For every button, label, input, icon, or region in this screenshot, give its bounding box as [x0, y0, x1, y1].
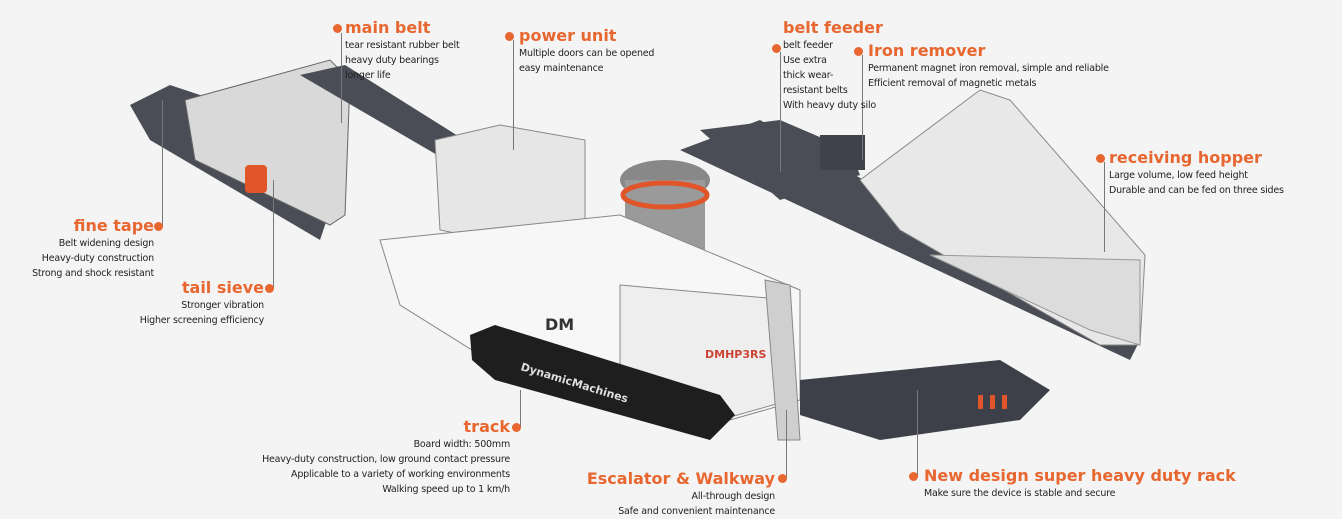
callout-text: Efficient removal of magnetic metals [868, 78, 1037, 89]
tail-sieve [184, 59, 351, 226]
callout-dot [772, 44, 781, 53]
callout-dot [1096, 154, 1105, 163]
callout-text: belt feeder [783, 40, 833, 51]
leader-line [917, 390, 918, 476]
callout-text: thick wear- [783, 70, 834, 81]
leader-line [786, 410, 787, 478]
callout-dot [854, 47, 863, 56]
callout-dot [505, 32, 514, 41]
callout-fine-tape: fine tape Belt widening design Heavy-dut… [32, 216, 154, 281]
callout-title: tail sieve [181, 278, 264, 297]
callout-text: longer life [345, 70, 391, 81]
callout-main-belt: main belt tear resistant rubber belt hea… [345, 18, 460, 83]
callout-title: main belt [345, 18, 431, 37]
callout-text: Board width: 500mm [413, 439, 511, 450]
heavy-duty-rack [800, 360, 1050, 440]
model-label: DMHP3RS [705, 348, 766, 361]
callout-text: Durable and can be fed on three sides [1109, 185, 1284, 196]
leader-line [520, 390, 521, 427]
callout-text: Belt widening design [58, 238, 154, 249]
callout-text: With heavy duty silo [783, 100, 876, 111]
callout-title: fine tape [73, 216, 154, 235]
leader-line [513, 40, 514, 150]
leader-line [273, 180, 274, 288]
leader-line [162, 100, 163, 226]
callout-title: Iron remover [868, 41, 986, 60]
sieve-motor [245, 165, 267, 193]
callout-text: easy maintenance [519, 63, 604, 74]
callout-text: Make sure the device is stable and secur… [924, 488, 1116, 499]
callout-text: Higher screening efficiency [139, 315, 264, 326]
callout-iron-remover: Iron remover Permanent magnet iron remov… [868, 41, 1109, 91]
callout-text: Safe and convenient maintenance [618, 506, 775, 517]
callout-text: heavy duty bearings [345, 55, 439, 66]
callout-text: Use extra [783, 55, 827, 66]
callout-title: New design super heavy duty rack [924, 466, 1236, 485]
leader-line [862, 55, 863, 160]
callout-belt-feeder: belt feeder belt feeder Use extra thick … [783, 18, 883, 113]
callout-title: belt feeder [783, 18, 883, 37]
callout-power-unit: power unit Multiple doors can be opened … [519, 26, 654, 76]
callout-title: track [463, 417, 510, 436]
callout-title: receiving hopper [1109, 148, 1262, 167]
callout-dot [333, 24, 342, 33]
callout-text: Heavy-duty construction, low ground cont… [262, 454, 510, 465]
callout-title: Escalator & Walkway [586, 469, 775, 488]
callout-dot [154, 222, 163, 231]
callout-text: Heavy-duty construction [41, 253, 154, 264]
leader-line [1104, 162, 1105, 252]
iron-remover [820, 135, 865, 170]
leader-line [780, 52, 781, 172]
leader-line [341, 33, 342, 123]
callout-text: Stronger vibration [181, 300, 264, 311]
callout-dot [512, 423, 521, 432]
callout-dot [778, 474, 787, 483]
callout-text: Applicable to a variety of working envir… [291, 469, 510, 480]
crawler-track [470, 325, 735, 440]
callout-escalator: Escalator & Walkway All-through design S… [587, 469, 775, 519]
escalator-walkway [764, 279, 801, 441]
callout-dot [909, 472, 918, 481]
callout-text: Strong and shock resistant [32, 268, 154, 279]
callout-text: Permanent magnet iron removal, simple an… [868, 63, 1109, 74]
callout-text: Multiple doors can be opened [519, 48, 655, 59]
callout-title: power unit [519, 26, 617, 45]
callout-track: track Board width: 500mm Heavy-duty cons… [262, 417, 510, 497]
callout-text: Walking speed up to 1 km/h [382, 484, 510, 495]
brand-logo: DM [545, 315, 574, 334]
callout-tail-sieve: tail sieve Stronger vibration Higher scr… [140, 278, 264, 328]
callout-text: Large volume, low feed height [1109, 170, 1248, 181]
callout-text: All-through design [691, 491, 776, 502]
callout-receiving-hopper: receiving hopper Large volume, low feed … [1109, 148, 1284, 198]
callout-text: tear resistant rubber belt [345, 40, 460, 51]
callout-rack: New design super heavy duty rack Make su… [924, 466, 1236, 501]
callout-dot [265, 284, 274, 293]
callout-text: resistant belts [783, 85, 848, 96]
